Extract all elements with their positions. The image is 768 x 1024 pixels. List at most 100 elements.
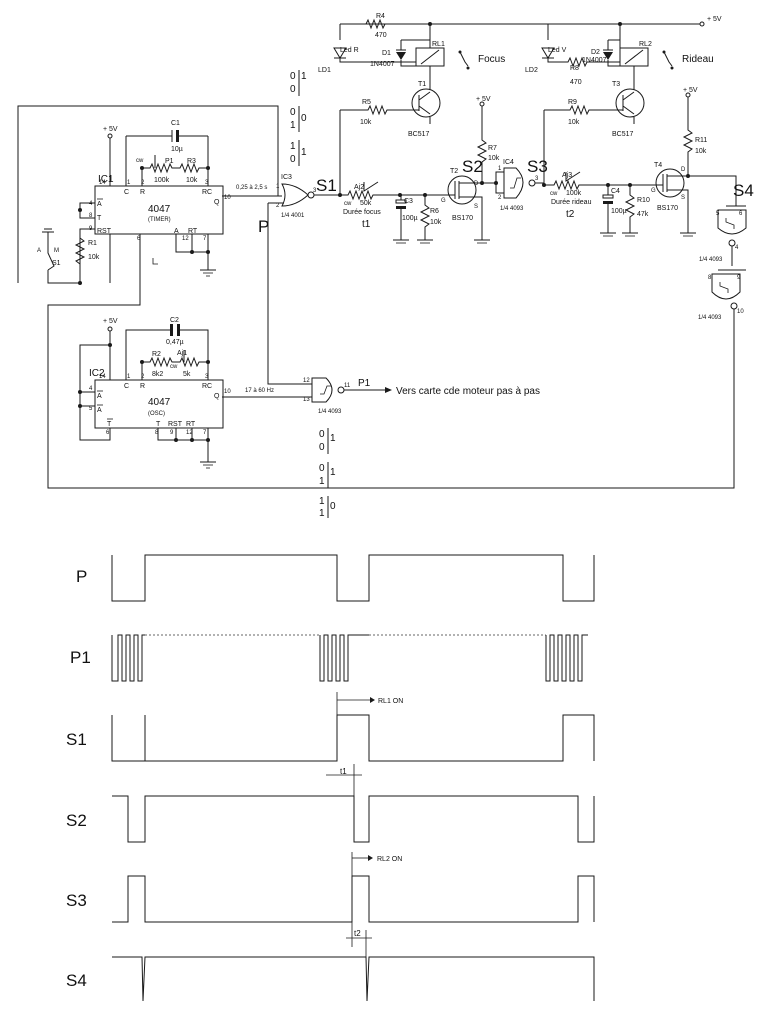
svg-text:RT: RT (186, 421, 196, 428)
svg-text:1: 1 (319, 476, 325, 487)
svg-text:1: 1 (330, 433, 336, 444)
svg-text:470: 470 (375, 32, 387, 39)
svg-text:0: 0 (319, 442, 325, 453)
timing-t1-label: t1 (340, 767, 347, 776)
svg-text:D2: D2 (591, 49, 600, 56)
timing-trace-s4 (112, 956, 595, 1002)
svg-text:T1: T1 (418, 81, 426, 88)
svg-text:1/4 4001: 1/4 4001 (281, 213, 305, 219)
svg-text:10: 10 (224, 195, 231, 201)
svg-text:T2: T2 (450, 168, 458, 175)
timing-trace-s1 (111, 714, 595, 762)
svg-text:BC517: BC517 (612, 131, 634, 138)
svg-text:T: T (97, 215, 102, 222)
svg-text:D1: D1 (382, 50, 391, 57)
svg-text:7: 7 (203, 430, 207, 436)
truth-tables: 0 1 0 0 0 1 1 1 0 0 1 0 0 1 1 1 0 1 (290, 70, 336, 519)
svg-text:R4: R4 (376, 13, 385, 20)
svg-text:R6: R6 (430, 208, 439, 215)
osc-frequency-label: 17 à 60 Hz (245, 388, 274, 394)
svg-text:1: 1 (127, 374, 131, 380)
net-s4-label: S4 (733, 181, 754, 200)
svg-text:T: T (156, 421, 161, 428)
svg-text:0: 0 (319, 463, 325, 474)
svg-text:100µ: 100µ (402, 215, 418, 222)
svg-text:5: 5 (89, 406, 93, 412)
svg-text:1N4007: 1N4007 (582, 57, 607, 64)
svg-text:4047: 4047 (148, 397, 171, 408)
svg-text:5: 5 (716, 211, 720, 217)
net-p1-label: P1 (358, 378, 371, 389)
svg-text:RST: RST (97, 228, 112, 235)
svg-text:1N4007: 1N4007 (370, 61, 395, 68)
ic1-label: IC1 (98, 174, 114, 185)
ic1-timer: IC1 4047 (TIMER) A T RST C R RC Q A RT 1… (17, 105, 735, 489)
timer-frequency-label: 0,25 à 2,5 s (236, 185, 267, 191)
svg-text:BS170: BS170 (657, 205, 678, 212)
svg-text:2: 2 (276, 203, 280, 209)
svg-text:LD2: LD2 (525, 67, 538, 74)
svg-text:2: 2 (141, 180, 145, 186)
svg-text:RC: RC (202, 383, 212, 390)
ic1-mode: (TIMER) (148, 217, 171, 223)
svg-text:R11: R11 (695, 137, 707, 144)
ic2-label: IC2 (89, 368, 105, 379)
svg-text:Q: Q (214, 199, 220, 206)
svg-text:G: G (651, 188, 656, 194)
rl2-on-label: RL2 ON (377, 856, 402, 863)
ic1-vcc-label: + 5V (103, 126, 118, 133)
svg-text:1: 1 (498, 166, 502, 172)
svg-text:10µ: 10µ (171, 146, 183, 153)
t2-label: t2 (566, 209, 575, 220)
svg-text:IC4: IC4 (503, 159, 514, 166)
svg-text:3: 3 (205, 374, 209, 380)
svg-text:1: 1 (330, 467, 336, 478)
svg-text:BS170: BS170 (452, 215, 473, 222)
svg-text:C: C (124, 189, 129, 196)
svg-text:10: 10 (224, 389, 231, 395)
svg-text:10k: 10k (360, 119, 372, 126)
timing-diagram: P P1 S1 S2 S3 S4 RL1 ON t1 (66, 554, 595, 1002)
svg-text:0: 0 (319, 429, 325, 440)
svg-text:9: 9 (737, 275, 741, 281)
svg-text:4: 4 (89, 201, 93, 207)
svg-text:1: 1 (276, 184, 280, 190)
svg-text:cw: cw (344, 201, 352, 207)
gates: IC3 1/4 4001 1 2 3 S1 12 13 11 1/4 4093 … (267, 174, 540, 415)
svg-text:+ 5V: + 5V (683, 87, 698, 94)
svg-text:0: 0 (290, 71, 296, 82)
svg-text:A: A (97, 407, 102, 414)
svg-text:6: 6 (106, 430, 110, 436)
rideau-label: Rideau (682, 54, 714, 65)
svg-text:11: 11 (344, 383, 351, 389)
svg-text:3: 3 (313, 188, 317, 194)
nand-truth-table: 0 1 0 0 1 1 1 0 1 (319, 428, 336, 519)
svg-text:3: 3 (535, 176, 539, 182)
svg-text:9: 9 (170, 430, 174, 436)
svg-text:Aj1: Aj1 (177, 350, 187, 357)
svg-text:100k: 100k (566, 190, 582, 197)
svg-text:C2: C2 (170, 317, 179, 324)
svg-text:LD1: LD1 (318, 67, 331, 74)
svg-text:R: R (140, 383, 145, 390)
svg-text:8k2: 8k2 (152, 371, 163, 378)
svg-text:+ 5V: + 5V (103, 318, 118, 325)
svg-text:1: 1 (301, 147, 307, 158)
svg-text:RST: RST (168, 421, 183, 428)
svg-text:1/4 4093: 1/4 4093 (318, 409, 342, 415)
svg-text:M: M (54, 248, 59, 254)
stepper-card-label: Vers carte cde moteur pas à pas (396, 386, 540, 397)
svg-text:R3: R3 (187, 158, 196, 165)
svg-text:cw: cw (550, 191, 558, 197)
svg-text:R8: R8 (570, 65, 579, 72)
svg-text:IC3: IC3 (281, 174, 292, 181)
rl1-on-label: RL1 ON (378, 698, 403, 705)
svg-text:A: A (37, 248, 41, 254)
ic2-oscillator: IC2 4047 (OSC) A A T T RST RT C R RC Q 1… (78, 317, 312, 469)
svg-text:R: R (140, 189, 145, 196)
svg-text:6: 6 (137, 236, 141, 242)
nor-truth-table: 0 1 0 0 0 1 1 1 0 (290, 70, 307, 166)
svg-text:C4: C4 (611, 188, 620, 195)
svg-text:S: S (681, 195, 685, 201)
svg-text:(OSC): (OSC) (148, 411, 165, 417)
